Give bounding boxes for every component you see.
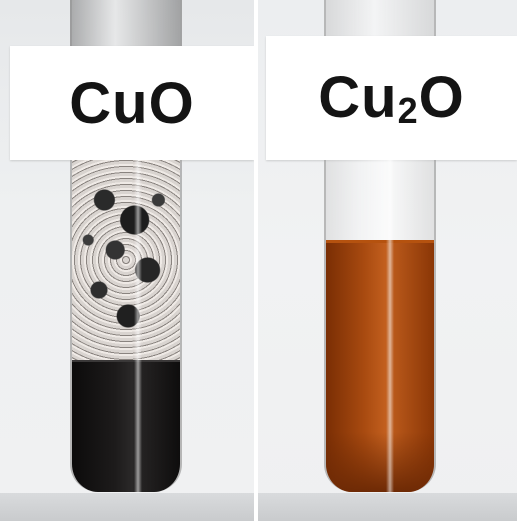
bench-surface (258, 493, 517, 521)
cu2o-label-card: Cu2O (266, 36, 517, 160)
bench-surface (0, 493, 254, 521)
cuo-panel: CuO (0, 0, 254, 521)
cuo-foam (72, 160, 180, 360)
cu2o-label: Cu2O (318, 64, 464, 132)
cuo-glass-glint (134, 160, 142, 492)
cu2o-precipitate (326, 432, 434, 492)
cuo-test-tube (70, 160, 182, 492)
cu2o-label-prefix: Cu (318, 65, 398, 130)
cu2o-test-tube (324, 160, 436, 492)
cuo-label: CuO (69, 70, 195, 136)
cuo-tube-top (70, 0, 182, 46)
cu2o-glass-glint (386, 160, 394, 492)
cu2o-panel: Cu2O (258, 0, 517, 521)
panel-divider (254, 0, 258, 521)
cu2o-label-suffix: O (418, 65, 465, 130)
cuo-label-card: CuO (10, 46, 254, 160)
cuo-liquid (72, 360, 180, 492)
cu2o-label-subscript: 2 (397, 90, 419, 131)
cu2o-liquid (326, 240, 434, 492)
cu2o-tube-top (324, 0, 436, 36)
